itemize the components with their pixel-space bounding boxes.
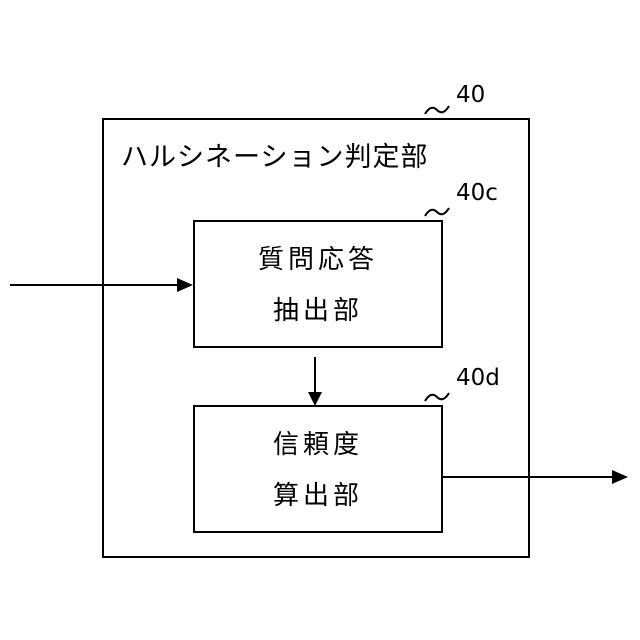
reliability-calculation-block: 信頼度 算出部 (193, 405, 443, 533)
extraction-block-line1: 質問応答 (195, 247, 441, 273)
reliability-block-line1: 信頼度 (195, 432, 441, 458)
ref-leader-40 (425, 106, 449, 114)
ref-numeral-40d: 40d (456, 367, 500, 390)
reliability-block-line2: 算出部 (195, 483, 441, 509)
hallucination-judgment-title: ハルシネーション判定部 (121, 144, 428, 171)
extraction-block-line2: 抽出部 (195, 298, 441, 324)
ref-numeral-40: 40 (456, 84, 485, 107)
output-arrowhead (612, 470, 628, 484)
question-answer-extraction-block: 質問応答 抽出部 (193, 220, 443, 348)
ref-numeral-40c: 40c (456, 182, 498, 205)
